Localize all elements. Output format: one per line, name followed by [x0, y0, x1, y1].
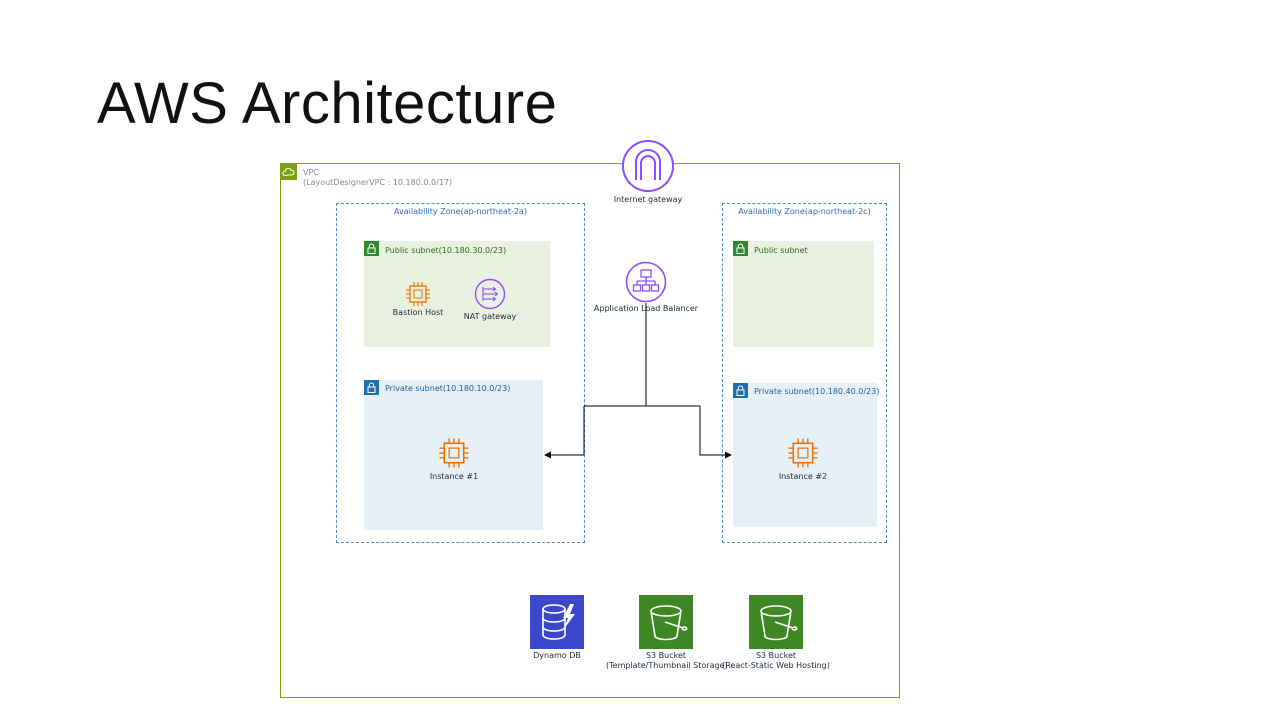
arrow-to-instance-1: [544, 406, 585, 459]
bastion-host-icon: [404, 280, 432, 308]
lock-icon: [733, 383, 748, 398]
lock-icon: [364, 380, 379, 395]
vpc-label: VPC (LayoutDesignerVPC : 10.180.0.0/17): [303, 168, 452, 188]
private-subnet-a: [364, 380, 543, 530]
s3-template-title: S3 Bucket: [645, 651, 687, 660]
public-subnet-c-label: Public subnet: [754, 246, 808, 255]
public-subnet-a: [364, 241, 550, 347]
nat-gateway-icon: [474, 278, 506, 310]
ec2-instance-icon: [437, 436, 471, 470]
nat-gateway-label: NAT gateway: [463, 312, 517, 321]
s3-react-subtitle: (React-Static Web Hosting): [722, 661, 830, 670]
s3-bucket-icon: [749, 595, 803, 649]
dynamodb-label: Dynamo DB: [533, 651, 581, 660]
dynamodb-icon: [530, 595, 584, 649]
ec2-instance-icon: [786, 436, 820, 470]
vpc-name: VPC: [303, 168, 319, 177]
availability-zone-a-label: Availability Zone(ap-northeat-2a): [394, 207, 527, 216]
s3-react-title: S3 Bucket: [755, 651, 797, 660]
load-balancer-label: Application Load Balancer: [593, 304, 699, 313]
lock-icon: [364, 241, 379, 256]
load-balancer-icon: [625, 261, 667, 303]
availability-zone-c: [722, 203, 887, 543]
vpc-cloud-icon: [281, 164, 297, 180]
private-subnet-c-label: Private subnet(10.180.40.0/23): [754, 387, 880, 396]
instance-2-label: Instance #2: [778, 472, 828, 481]
private-subnet-a-label: Private subnet(10.180.10.0/23): [385, 384, 511, 393]
s3-react-label: S3 Bucket (React-Static Web Hosting): [716, 651, 836, 671]
arrow-to-instance-2: [699, 406, 732, 459]
vpc-cidr: (LayoutDesignerVPC : 10.180.0.0/17): [303, 178, 453, 187]
instance-1-label: Instance #1: [429, 472, 479, 481]
availability-zone-a: [336, 203, 585, 543]
vpc-container: [280, 163, 900, 698]
internet-gateway-icon: [620, 140, 676, 196]
s3-template-label: S3 Bucket (Template/Thumbnail Storage): [606, 651, 728, 671]
s3-template-subtitle: (Template/Thumbnail Storage): [606, 661, 728, 670]
public-subnet-a-label: Public subnet(10.180.30.0/23): [385, 246, 507, 255]
s3-bucket-icon: [639, 595, 693, 649]
public-subnet-c: [733, 241, 874, 347]
availability-zone-c-label: Availability Zone(ap-northeat-2c): [738, 207, 871, 216]
slide-title: AWS Architecture: [97, 71, 558, 136]
private-subnet-c: [733, 383, 877, 527]
bastion-host-label: Bastion Host: [392, 308, 444, 317]
internet-gateway-label: Internet gateway: [613, 195, 683, 204]
lock-icon: [733, 241, 748, 256]
